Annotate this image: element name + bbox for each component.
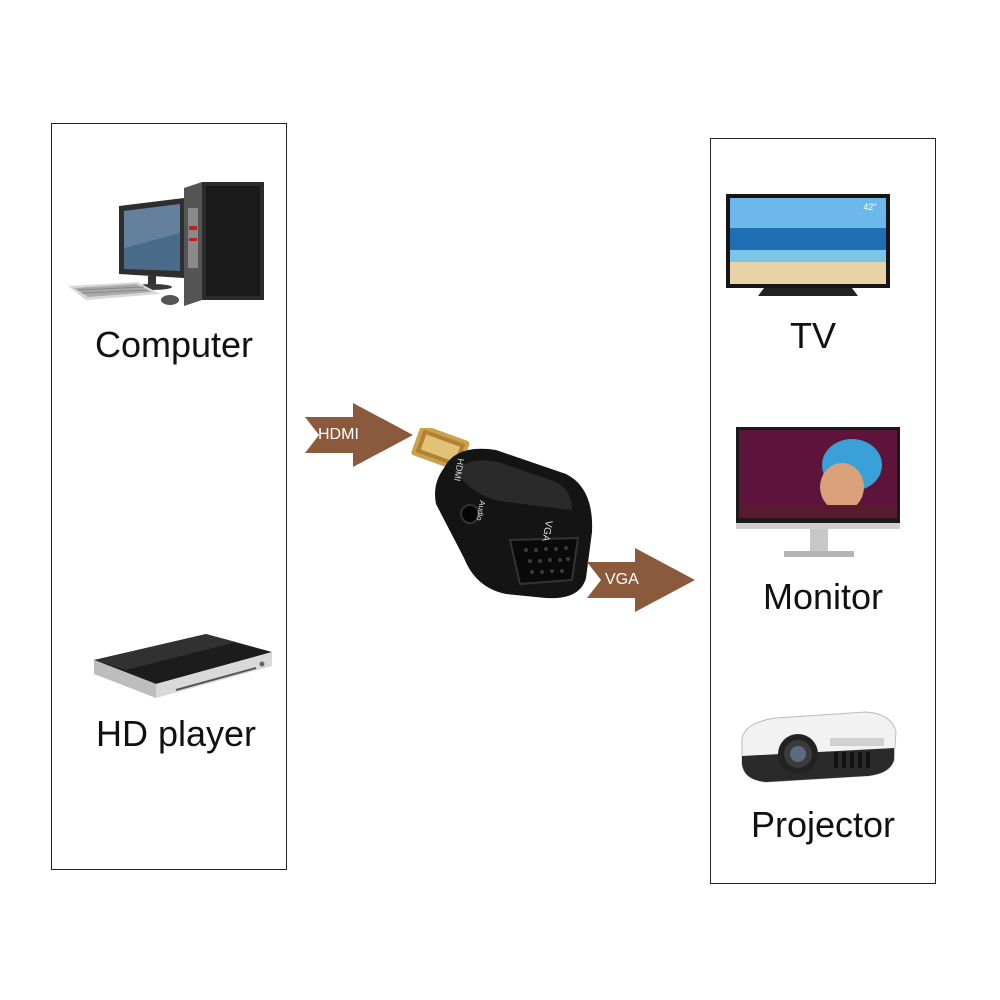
hdmi-arrow-label: HDMI bbox=[318, 426, 359, 443]
tv-label: TV bbox=[789, 315, 836, 356]
monitor-icon bbox=[736, 427, 900, 557]
hd-player-icon bbox=[94, 634, 272, 698]
computer-label: Computer bbox=[94, 324, 254, 365]
projector-label: Projector bbox=[750, 804, 896, 845]
audio-port-marking: Audio bbox=[474, 500, 487, 522]
hdmi-port-marking: HDMI bbox=[452, 458, 466, 482]
projector-icon bbox=[741, 711, 897, 783]
vga-arrow-label: VGA bbox=[605, 571, 639, 588]
tv-size-badge: 42" bbox=[863, 202, 876, 212]
tv-icon: 42" bbox=[726, 194, 890, 296]
computer-icon bbox=[68, 182, 264, 306]
vga-arrow bbox=[587, 548, 695, 612]
hdmi-to-vga-adapter-icon: HDMI Audio VGA bbox=[411, 428, 593, 599]
vga-port-marking: VGA bbox=[539, 519, 554, 542]
hdmi-arrow bbox=[305, 403, 413, 467]
hd-player-label: HD player bbox=[95, 713, 257, 754]
monitor-label: Monitor bbox=[762, 576, 884, 617]
